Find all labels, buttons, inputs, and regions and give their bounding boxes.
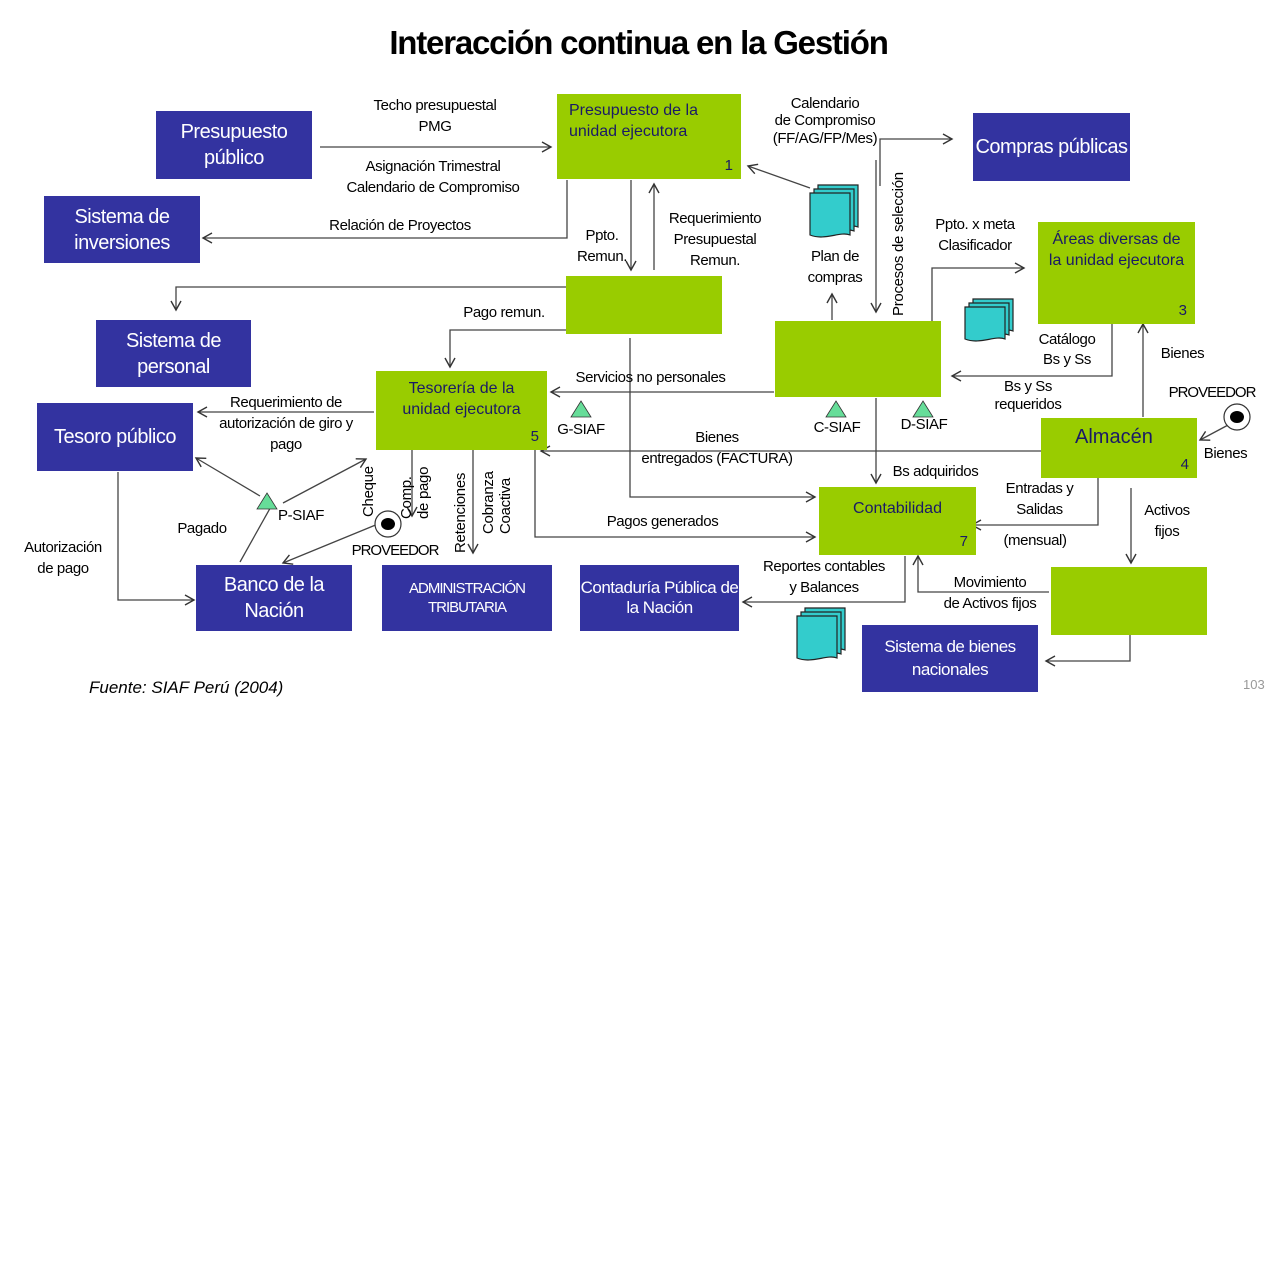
label-requerimiento-autorizacion: Requerimiento de autorización de giro y …: [219, 394, 353, 453]
d-siaf-triangle-icon: [912, 400, 934, 418]
tesoro-publico-box: Tesoro público: [37, 403, 193, 471]
compras-publicas-box: Compras públicas: [973, 113, 1130, 181]
proveedor-bottom-circle-icon: [374, 510, 402, 538]
tesoreria-label: Tesorería de la unidad ejecutora: [402, 380, 521, 418]
label-proveedor-bottom: PROVEEDOR: [351, 542, 440, 559]
label-pagos-generados: Pagos generados: [606, 513, 719, 530]
label-ppto-meta: Ppto. x meta Clasificador: [935, 216, 1015, 254]
almacen-box: Almacén 4: [1041, 418, 1197, 478]
arrow-movimiento-activos: [912, 554, 1049, 593]
label-reportes: Reportes contables y Balances: [762, 558, 886, 596]
label-ppto-remun: Ppto. Remun.: [576, 227, 628, 265]
arrow-proveedor-almacen: [1198, 423, 1231, 441]
label-bsyss-requeridos: Bs y Ss requeridos: [994, 378, 1062, 413]
label-techo: Techo presupuestal PMG: [373, 97, 497, 135]
label-catalogo: Catálogo Bs y Ss: [1038, 331, 1096, 368]
presupuesto-ue-number: 1: [724, 156, 733, 174]
label-autorizacion-pago: Autorización de pago: [24, 539, 102, 577]
arrow-psiaf-tesoro: [194, 457, 261, 497]
administracion-tributaria-box: ADMINISTRACIÓN TRIBUTARIA: [382, 565, 552, 631]
areas-diversas-label: Áreas diversas de la unidad ejecutora: [1048, 231, 1185, 269]
label-activos-fijos: Activos fijos: [1144, 502, 1190, 540]
almacen-label: Almacén: [1075, 426, 1153, 448]
label-entradas-salidas: Entradas y Salidas: [1005, 480, 1074, 518]
contabilidad-label: Contabilidad: [853, 500, 942, 517]
arrow-ppto-meta: [931, 262, 1026, 322]
label-c-siaf: C-SIAF: [813, 419, 861, 436]
label-comp-pago: Comp. de pago: [398, 466, 433, 519]
label-relacion-proyectos: Relación de Proyectos: [329, 217, 471, 234]
sistema-inversiones-box: Sistema de inversiones: [44, 196, 200, 263]
label-requerimiento-presupuestal: Requerimiento Presupuestal Remun.: [668, 210, 762, 269]
contabilidad-number: 7: [959, 532, 968, 550]
contaduria-box: Contaduría Pública de la Nación: [580, 565, 739, 631]
arrow-pago-remun: [444, 329, 566, 369]
label-asignacion: Asignación Trimestral Calendario de Comp…: [346, 158, 520, 196]
g-siaf-triangle-icon: [570, 400, 592, 418]
arrow-sistema-bienes: [1044, 635, 1131, 667]
reportes-document-icon: [796, 607, 846, 661]
label-d-siaf: D-SIAF: [900, 416, 948, 433]
arrow-bsyss: [950, 322, 1113, 382]
label-bs-adquiridos: Bs adquiridos: [892, 463, 979, 480]
line-banco-psiaf: [239, 502, 274, 563]
page-number: 103: [1243, 677, 1265, 692]
arrow-compras: [879, 133, 954, 186]
label-retenciones: Retenciones: [452, 472, 469, 553]
label-servicios: Servicios no personales: [575, 369, 726, 386]
arrow-proveedor-banco: [281, 523, 379, 565]
arrow-personal: [170, 286, 566, 312]
tesoreria-box: Tesorería de la unidad ejecutora 5: [376, 371, 547, 450]
label-bienes-entregados: Bienes entregados (FACTURA): [641, 429, 793, 467]
arrow-pagado: [282, 458, 368, 504]
page-title: Interacción continua en la Gestión: [389, 24, 889, 61]
arrow-reportes: [741, 556, 906, 608]
label-mensual: (mensual): [1003, 532, 1067, 549]
label-cheque: Cheque: [360, 466, 377, 517]
label-procesos-seleccion: Procesos de selección: [890, 172, 907, 316]
areas-diversas-box: Áreas diversas de la unidad ejecutora 3: [1038, 222, 1195, 324]
proveedor-right-circle-icon: [1223, 403, 1251, 431]
label-calendario: Calendario de Compromiso (FF/AG/FP/Mes): [772, 95, 878, 147]
arrow-remun-contabilidad: [629, 338, 817, 503]
remuneraciones-box: [566, 276, 722, 334]
label-proveedor-right: PROVEEDOR: [1168, 384, 1257, 401]
label-bienes-proveedor: Bienes: [1203, 445, 1248, 462]
label-p-siaf: P-SIAF: [278, 507, 324, 524]
sistema-bienes-box: Sistema de bienes nacionales: [862, 625, 1038, 692]
arrow-relacion-proyectos: [201, 180, 568, 244]
arrow-entradas-salidas: [970, 478, 1099, 531]
arrow-autorizacion-pago: [117, 472, 196, 606]
presupuesto-ue-label: Presupuesto de la unidad ejecutora: [569, 102, 698, 140]
sistema-personal-box: Sistema de personal: [96, 320, 251, 387]
procesos-box: [775, 321, 941, 397]
plan-compras-document-icon: [809, 184, 859, 238]
label-cobranza: Cobranza Coactiva: [480, 471, 515, 534]
banco-nacion-box: Banco de la Nación: [196, 565, 352, 631]
arrow-plan-compras: [746, 163, 811, 189]
label-pagado: Pagado: [177, 520, 227, 537]
label-movimiento: Movimiento de Activos fijos: [943, 574, 1037, 612]
arrow-pagos-generados: [534, 450, 817, 543]
almacen-number: 4: [1180, 455, 1189, 473]
tesoreria-number: 5: [530, 427, 539, 445]
c-siaf-triangle-icon: [825, 400, 847, 418]
areas-diversas-number: 3: [1178, 301, 1187, 319]
contabilidad-box: Contabilidad 7: [819, 487, 976, 555]
label-bienes-areas: Bienes: [1160, 345, 1205, 362]
label-g-siaf: G-SIAF: [557, 421, 605, 438]
areas-document-icon: [964, 298, 1014, 342]
activos-fijos-box: [1051, 567, 1207, 635]
label-plan-compras: Plan de compras: [807, 248, 863, 286]
presupuesto-publico-box: Presupuesto público: [156, 111, 312, 179]
p-siaf-triangle-icon: [256, 492, 278, 510]
label-pago-remun: Pago remun.: [463, 304, 545, 321]
presupuesto-ue-box: Presupuesto de la unidad ejecutora 1: [557, 94, 741, 179]
source-note: Fuente: SIAF Perú (2004): [89, 678, 284, 697]
